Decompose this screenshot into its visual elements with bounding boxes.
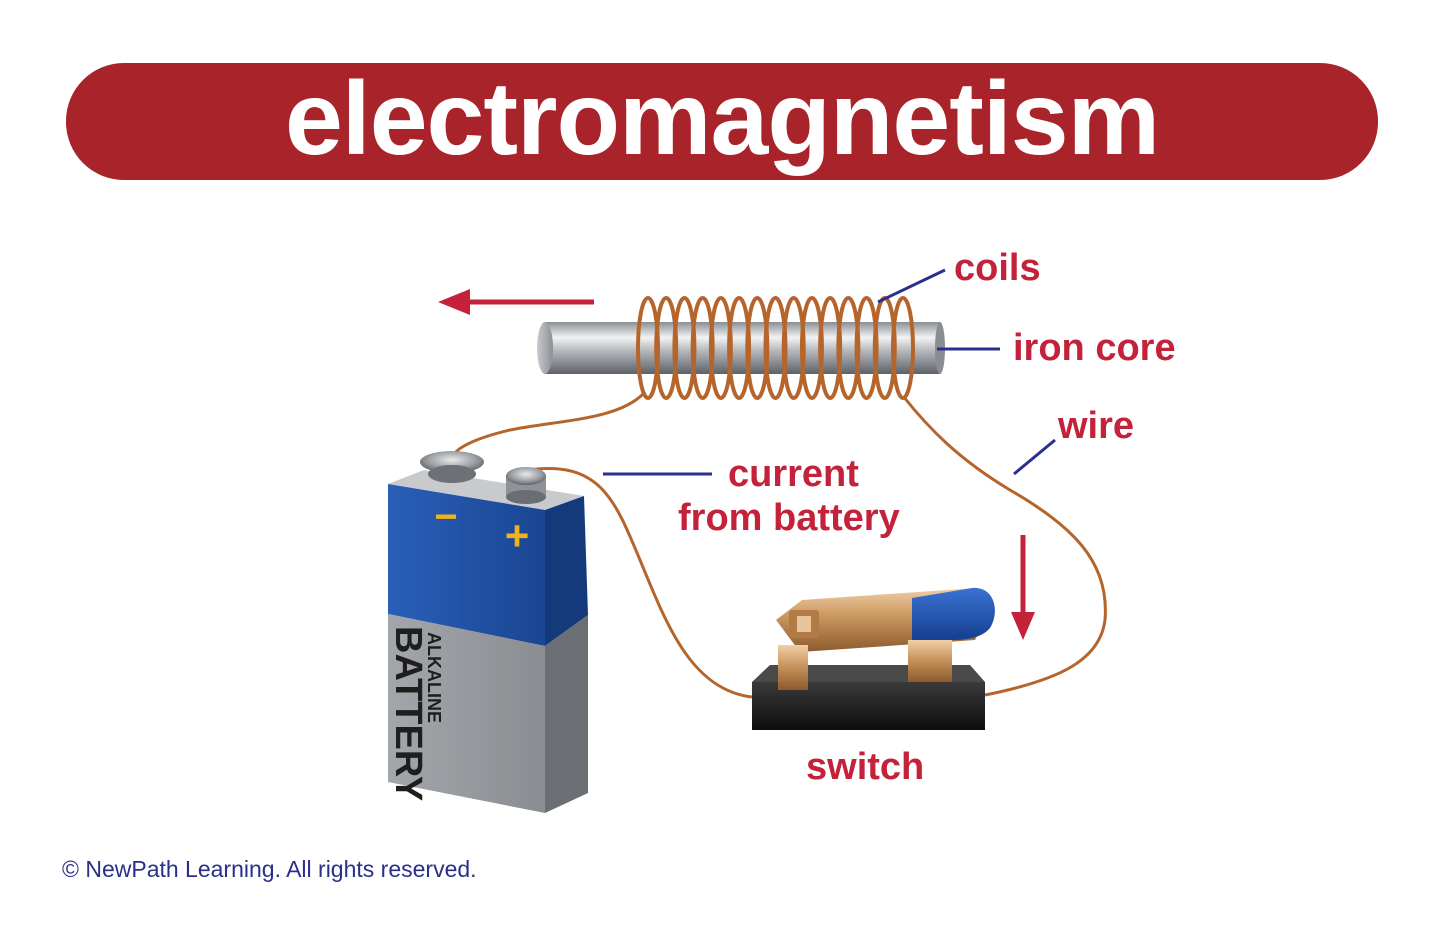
label-wire: wire: [1057, 405, 1134, 447]
coils: [636, 296, 915, 400]
battery: − + ALKALINE BATTERY: [387, 451, 588, 813]
switch: [752, 587, 995, 730]
force-arrow-left: [438, 289, 594, 315]
leader-lines: [603, 268, 1056, 476]
label-current-line1: current: [728, 453, 859, 495]
label-iron-core: iron core: [1013, 327, 1176, 369]
battery-plus-sign: +: [505, 512, 530, 559]
title-banner: electromagnetism: [66, 63, 1378, 180]
copyright-text: © NewPath Learning. All rights reserved.: [62, 856, 477, 882]
page-title: electromagnetism: [284, 61, 1160, 177]
battery-text-alkaline: ALKALINE: [424, 632, 444, 723]
label-coils: coils: [954, 247, 1041, 289]
label-switch: switch: [806, 746, 924, 788]
current-arrow-down: [1011, 535, 1035, 640]
iron-core: [537, 322, 945, 374]
label-current-line2: from battery: [678, 497, 900, 539]
battery-minus-sign: −: [434, 495, 457, 539]
wire: [450, 390, 1107, 699]
battery-text-battery: BATTERY: [387, 626, 429, 801]
